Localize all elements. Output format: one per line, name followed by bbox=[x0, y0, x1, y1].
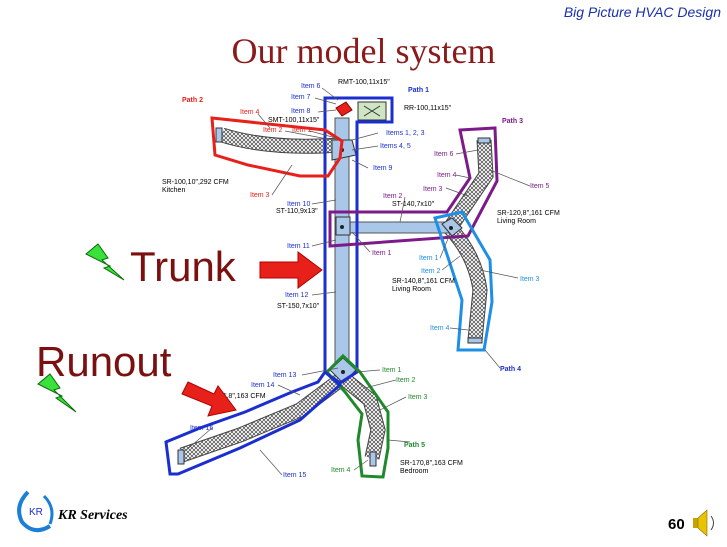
label-sr170: SR-170,8",163 CFM bbox=[400, 460, 463, 467]
label-item3-green: Item 3 bbox=[408, 394, 428, 401]
label-item2-purple: Item 2 bbox=[383, 193, 403, 200]
path5-outline bbox=[324, 353, 390, 479]
label-sr120: SR-120,8",161 CFM bbox=[497, 210, 560, 217]
label-items123: Items 1, 2, 3 bbox=[386, 130, 425, 137]
label-item10-blue: Item 10 bbox=[287, 201, 310, 208]
lightning-icon bbox=[37, 373, 77, 413]
slide-title: Our model system bbox=[231, 31, 496, 71]
lightning-icon bbox=[85, 243, 125, 281]
label-path2: Path 2 bbox=[182, 97, 203, 104]
label-path3: Path 3 bbox=[502, 118, 523, 125]
label-living-room-2: Living Room bbox=[392, 286, 431, 293]
label-item2-red: Item 2 bbox=[263, 127, 283, 134]
trunk-arrow bbox=[259, 251, 323, 289]
label-path4: Path 4 bbox=[500, 366, 521, 373]
logo-text: KR bbox=[29, 507, 43, 518]
label-smt100: SMT-100,11x15" bbox=[268, 117, 320, 124]
label-rr100: RR-100,11x15" bbox=[404, 105, 452, 112]
label-item12-blue: Item 12 bbox=[285, 292, 308, 299]
label-st140: ST-140,7x10" bbox=[392, 201, 435, 208]
label-item3-purple: Item 3 bbox=[423, 186, 443, 193]
speaker-icon[interactable] bbox=[693, 509, 714, 537]
runout-callout: Runout bbox=[36, 338, 172, 385]
label-item11-blue: Item 11 bbox=[287, 243, 310, 250]
label-item9-blue: Item 9 bbox=[373, 165, 393, 172]
path3-outline bbox=[328, 126, 499, 248]
label-item2-green: Item 2 bbox=[396, 377, 416, 384]
label-item14-blue: Item 14 bbox=[251, 382, 274, 389]
label-items45: Items 4, 5 bbox=[380, 143, 411, 150]
trunk-callout: Trunk bbox=[130, 243, 236, 290]
label-item15-blue: Item 15 bbox=[283, 472, 306, 479]
label-item8-blue: Item 8 bbox=[291, 108, 311, 115]
label-item2-lightblue: Item 2 bbox=[421, 268, 441, 275]
label-bedroom: Bedroom bbox=[400, 468, 429, 475]
label-item6-blue: Item 6 bbox=[301, 83, 321, 90]
leader-lines bbox=[183, 87, 531, 476]
kr-logo: KR bbox=[17, 490, 54, 533]
label-item4-red: Item 4 bbox=[240, 109, 260, 116]
label-item16-blue: Item 16 bbox=[190, 425, 213, 432]
label-item7-blue: Item 7 bbox=[291, 94, 311, 101]
label-item4-lightblue: Item 4 bbox=[430, 325, 450, 332]
label-sr140: SR-140,8",161 CFM bbox=[392, 278, 455, 285]
supply-fitting bbox=[335, 101, 353, 117]
header-brand: Big Picture HVAC Design bbox=[563, 4, 721, 20]
label-path5: Path 5 bbox=[404, 442, 425, 449]
label-rmt100: RMT-100,11x15" bbox=[338, 79, 390, 86]
label-item3-lightblue: Item 3 bbox=[520, 276, 540, 283]
label-item13-blue: Item 13 bbox=[273, 372, 296, 379]
label-item3-red: Item 3 bbox=[250, 192, 270, 199]
path4-outline bbox=[433, 210, 494, 352]
label-sr-runout: ",8",163 CFM bbox=[224, 393, 266, 400]
path-lower-outline bbox=[164, 369, 343, 476]
diagram-labels: Item 6 RMT-100,11x15" Path 1 Item 7 RR-1… bbox=[162, 79, 560, 479]
label-item6-purple: Item 6 bbox=[434, 151, 454, 158]
page-number: 60 bbox=[668, 516, 685, 533]
label-item1-lightblue: Item 1 bbox=[419, 255, 439, 262]
label-st150: ST-150,7x10" bbox=[277, 303, 320, 310]
label-living-room-1: Living Room bbox=[497, 218, 536, 225]
label-st110: ST-110,9x13" bbox=[276, 208, 318, 215]
label-item1-red: Item 1 bbox=[292, 127, 312, 134]
label-item1-purple: Item 1 bbox=[372, 250, 392, 257]
label-item4-purple: Item 4 bbox=[437, 172, 457, 179]
label-item1-green: Item 1 bbox=[382, 367, 402, 374]
label-sr100: SR-100,10",292 CFM bbox=[162, 179, 229, 186]
runout-arrow bbox=[181, 381, 237, 417]
label-item5-purple: Item 5 bbox=[530, 183, 550, 190]
footer-company: KR Services bbox=[58, 508, 128, 523]
label-path1: Path 1 bbox=[408, 87, 429, 94]
label-item4-green: Item 4 bbox=[331, 467, 351, 474]
path2-outline bbox=[210, 116, 344, 178]
label-kitchen: Kitchen bbox=[162, 187, 185, 194]
